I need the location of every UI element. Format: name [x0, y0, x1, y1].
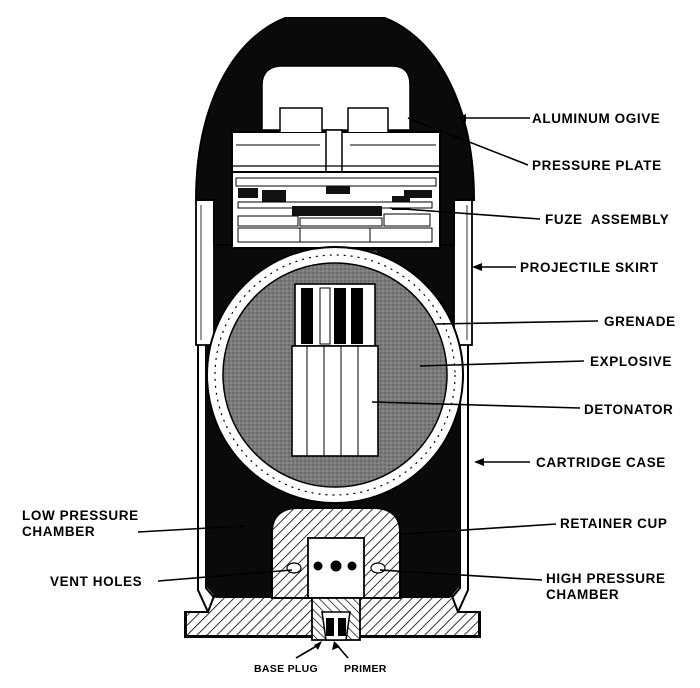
label-primer: PRIMER: [344, 663, 387, 675]
vent-hole: [347, 561, 357, 571]
label-vent-holes: VENT HOLES: [50, 574, 142, 589]
label-retainer-cup: RETAINER CUP: [560, 516, 667, 531]
label-projectile-skirt: PROJECTILE SKIRT: [520, 260, 659, 275]
label-aluminum-ogive: ALUMINUM OGIVE: [532, 111, 660, 126]
label-low-pressure-chamber-line1: LOW PRESSURE: [22, 508, 139, 523]
fuze-assembly: [231, 171, 441, 249]
label-pressure-plate: PRESSURE PLATE: [532, 158, 662, 173]
label-cartridge-case: CARTRIDGE CASE: [536, 455, 666, 470]
label-fuze-assembly: FUZE ASSEMBLY: [545, 212, 669, 227]
detonator: [291, 283, 379, 457]
primer: [326, 618, 346, 636]
label-high-pressure-chamber-line2: CHAMBER: [546, 587, 619, 602]
label-low-pressure-chamber-line2: CHAMBER: [22, 524, 95, 539]
label-detonator: DETONATOR: [584, 402, 673, 417]
vent-hole: [330, 560, 342, 572]
vent-hole: [313, 561, 323, 571]
label-grenade: GRENADE: [604, 314, 676, 329]
pressure-plate: [231, 107, 441, 173]
label-explosive: EXPLOSIVE: [590, 354, 672, 369]
label-high-pressure-chamber-line1: HIGH PRESSURE: [546, 571, 666, 586]
leader-lines: [137, 114, 599, 659]
label-base-plug: BASE PLUG: [254, 663, 318, 675]
